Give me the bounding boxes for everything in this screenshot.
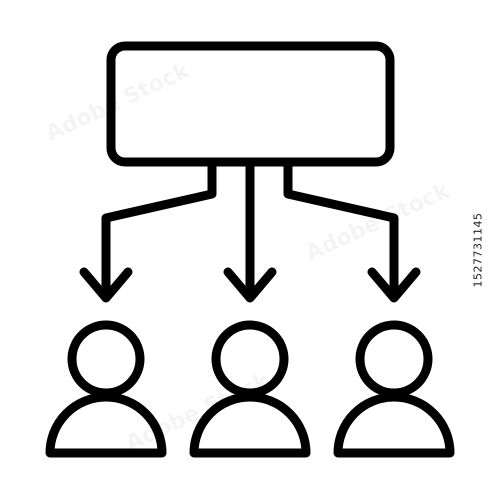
middle-person-icon — [189, 320, 311, 458]
left-person-body — [45, 392, 167, 458]
top-box-shape — [106, 41, 395, 167]
left-connector-line — [101, 161, 217, 301]
right-arrowhead — [367, 267, 421, 303]
left-arrowhead — [79, 267, 133, 303]
left-person-icon — [45, 320, 167, 458]
right-person-head — [355, 320, 433, 398]
left-person-head — [67, 320, 145, 398]
right-person-icon — [333, 320, 455, 458]
middle-person-body — [189, 392, 311, 458]
watermark-id-text: 1527731145 — [471, 212, 485, 288]
right-person-body — [333, 392, 455, 458]
middle-person-head — [211, 320, 289, 398]
right-connector-line — [283, 161, 399, 301]
middle-arrowhead — [223, 267, 277, 303]
